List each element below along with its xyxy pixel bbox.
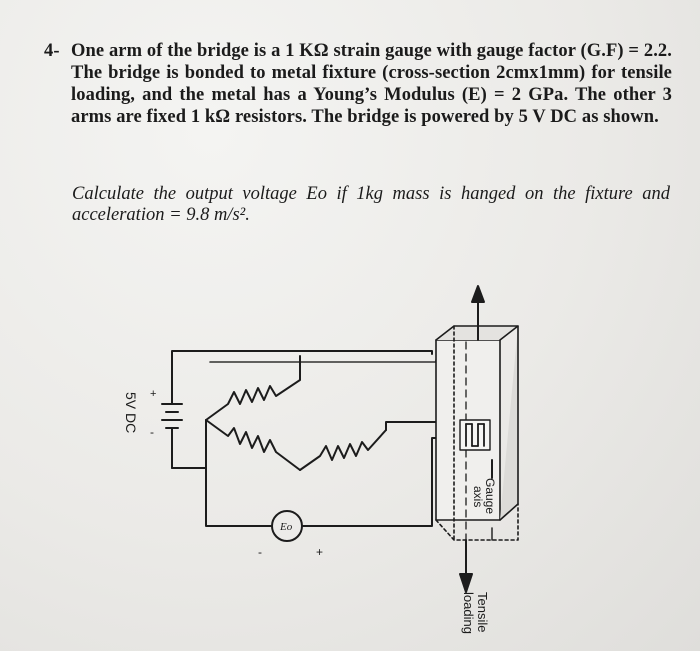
resistor-bottom-left bbox=[205, 419, 301, 471]
gauge-axis-label-line2: axis bbox=[471, 486, 485, 507]
source-minus-sign: - bbox=[150, 425, 154, 439]
source-plus-sign: + bbox=[150, 388, 156, 400]
meter-wire-left bbox=[205, 467, 273, 527]
meter-label: Eo bbox=[279, 521, 293, 533]
top-wire bbox=[171, 350, 433, 379]
output-meter bbox=[271, 510, 303, 542]
question-text: One arm of the bridge is a 1 KΩ strain g… bbox=[71, 41, 672, 127]
top-wire-to-gauge bbox=[209, 359, 471, 363]
resistor-bottom-right bbox=[299, 429, 387, 471]
battery-symbol bbox=[161, 377, 183, 449]
calculation-prompt: Calculate the output voltage Eo if 1kg m… bbox=[72, 184, 670, 225]
meter-plus-sign: + bbox=[316, 545, 323, 559]
tensile-label-line2: loading bbox=[461, 592, 476, 634]
resistor-top-left bbox=[205, 361, 301, 421]
source-label: 5V DC bbox=[123, 392, 139, 433]
tensile-arrow-top bbox=[471, 285, 485, 303]
meter-minus-sign: - bbox=[258, 545, 262, 559]
question-4: 4- One arm of the bridge is a 1 KΩ strai… bbox=[44, 40, 672, 128]
gauge-axis-label-line1: Gauge bbox=[483, 478, 497, 514]
tensile-arrow-bottom bbox=[459, 573, 473, 593]
question-number: 4- bbox=[44, 41, 60, 61]
strain-gauge-element bbox=[459, 419, 491, 451]
tensile-label-line1: Tensile bbox=[475, 592, 490, 632]
